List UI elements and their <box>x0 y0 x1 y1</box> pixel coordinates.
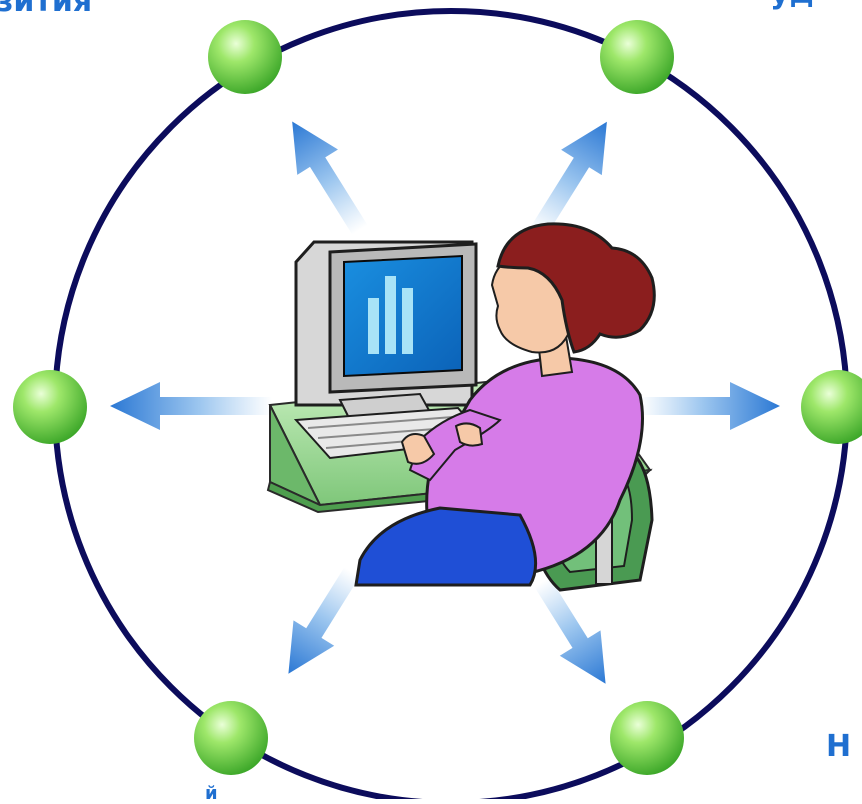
arrow-up-left <box>292 121 368 235</box>
node-left <box>13 370 87 444</box>
arrow-left <box>110 382 272 430</box>
arrow-down-right <box>534 577 606 684</box>
arrow-right <box>640 382 780 430</box>
node-top-right <box>600 20 674 94</box>
label-bottom-right: Н <box>826 729 852 764</box>
arrow-up-right <box>530 121 607 237</box>
node-right <box>801 370 862 444</box>
woman-at-computer-illustration <box>266 222 656 592</box>
label-top-right: уд <box>770 0 814 11</box>
node-top-left <box>208 20 282 94</box>
arrow-down-left <box>288 567 360 674</box>
label-bottom-left: й <box>205 783 218 804</box>
label-top-left: зития <box>0 0 93 19</box>
node-bottom-left <box>194 701 268 775</box>
node-bottom-right <box>610 701 684 775</box>
